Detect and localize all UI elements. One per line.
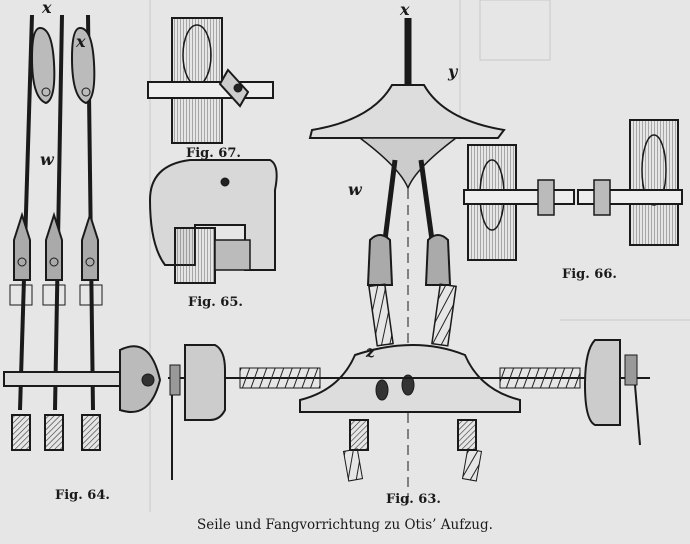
- fig-65-drawing: [148, 159, 278, 284]
- plate-caption: Seile und Fangvorrichtung zu Otis’ Aufzu…: [197, 517, 493, 533]
- fig-66-drawing: [463, 119, 683, 261]
- fig-63-label: Fig. 63.: [386, 492, 441, 507]
- fig-67-label: Fig. 67.: [186, 146, 241, 161]
- fig-63-drawing: [168, 18, 650, 505]
- label-w-fig64: w: [40, 150, 54, 169]
- label-z-fig63: z: [366, 342, 376, 361]
- fig-67-drawing: [147, 17, 274, 144]
- label-x-fig64-left: x: [42, 0, 52, 17]
- fig-65-label: Fig. 65.: [188, 295, 243, 310]
- label-w-fig63: w: [348, 180, 362, 199]
- label-y-fig63: y: [448, 62, 458, 81]
- fig-64-drawing: [3, 14, 162, 451]
- fig-66-label: Fig. 66.: [562, 267, 617, 282]
- label-x-fig63: x: [400, 0, 410, 19]
- fig-64-label: Fig. 64.: [55, 488, 110, 503]
- label-x-fig64-right: x: [76, 32, 86, 51]
